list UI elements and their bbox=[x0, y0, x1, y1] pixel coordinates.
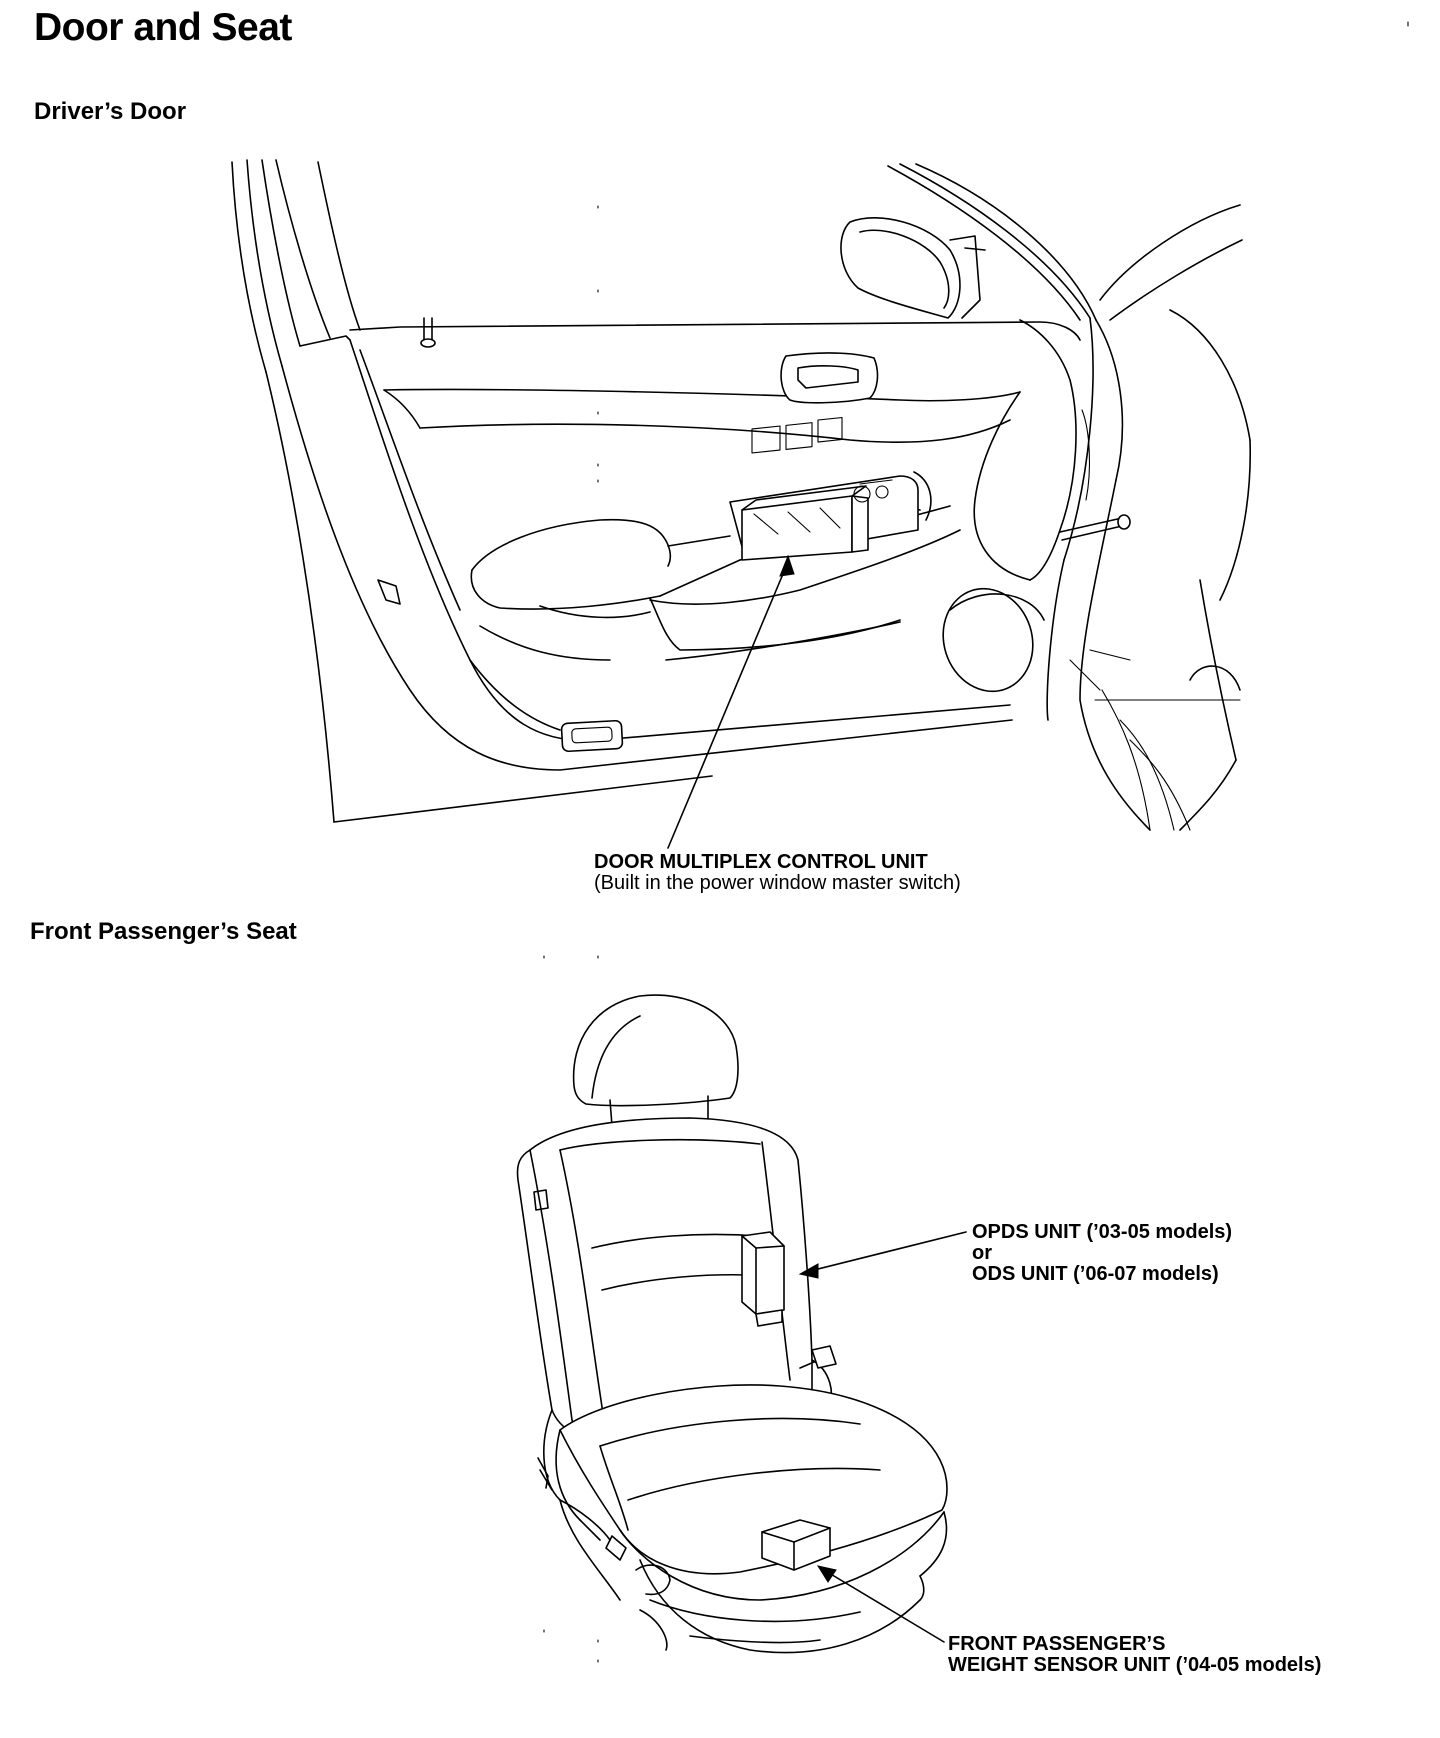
leader-door-multiplex bbox=[667, 561, 789, 849]
section-heading-drivers-door: Driver’s Door bbox=[34, 98, 187, 125]
door-frame bbox=[231, 159, 1081, 823]
leader-opds-unit bbox=[805, 1231, 967, 1273]
door-trim-panel bbox=[383, 317, 1077, 581]
driver-door-illustration bbox=[231, 159, 1252, 849]
weight-sensor-unit bbox=[761, 1519, 831, 1571]
section-heading-front-passengers-seat: Front Passenger’s Seat bbox=[30, 918, 297, 945]
seat-headrest bbox=[572, 994, 739, 1127]
seat-base bbox=[537, 1409, 671, 1651]
seat-cushion bbox=[555, 1384, 948, 1654]
door-pocket bbox=[469, 621, 901, 731]
callout-weight-line1: FRONT PASSENGER’S bbox=[948, 1633, 1166, 1655]
callout-weight-sensor-unit: FRONT PASSENGER’S WEIGHT SENSOR UNIT (’0… bbox=[948, 1634, 1321, 1676]
opds-unit bbox=[741, 1231, 785, 1327]
door-speaker bbox=[942, 587, 1045, 693]
callout-opds-line1: OPDS UNIT (’03-05 models) bbox=[972, 1221, 1233, 1243]
callout-opds-line2: or bbox=[972, 1242, 992, 1264]
page-title: Door and Seat bbox=[34, 6, 292, 49]
power-window-master-switch bbox=[729, 416, 919, 561]
callout-door-multiplex-control-unit: DOOR MULTIPLEX CONTROL UNIT (Built in th… bbox=[594, 852, 961, 894]
leader-weight-sensor bbox=[823, 1569, 945, 1643]
arrowhead-door-multiplex bbox=[779, 554, 795, 577]
callout-door-multiplex-note: (Built in the power window master switch… bbox=[594, 872, 961, 894]
callout-opds-line3: ODS UNIT (’06-07 models) bbox=[972, 1263, 1219, 1285]
callout-weight-line2: WEIGHT SENSOR UNIT (’04-05 models) bbox=[948, 1654, 1322, 1676]
side-mirror bbox=[840, 217, 986, 319]
passenger-seat-illustration bbox=[516, 955, 967, 1665]
centerline-dots-lower bbox=[543, 955, 599, 1665]
seatbelt-buckle bbox=[799, 1345, 837, 1369]
arrowhead-opds-unit bbox=[798, 1263, 819, 1279]
window-frame bbox=[887, 163, 1252, 831]
door-reflector bbox=[377, 579, 624, 753]
seat-back bbox=[516, 1117, 833, 1442]
callout-door-multiplex-label: DOOR MULTIPLEX CONTROL UNIT bbox=[594, 851, 928, 873]
callout-opds-ods-unit: OPDS UNIT (’03-05 models) or ODS UNIT (’… bbox=[972, 1222, 1232, 1285]
door-check-rod bbox=[1059, 514, 1131, 541]
arrowhead-weight-sensor bbox=[816, 1565, 837, 1583]
